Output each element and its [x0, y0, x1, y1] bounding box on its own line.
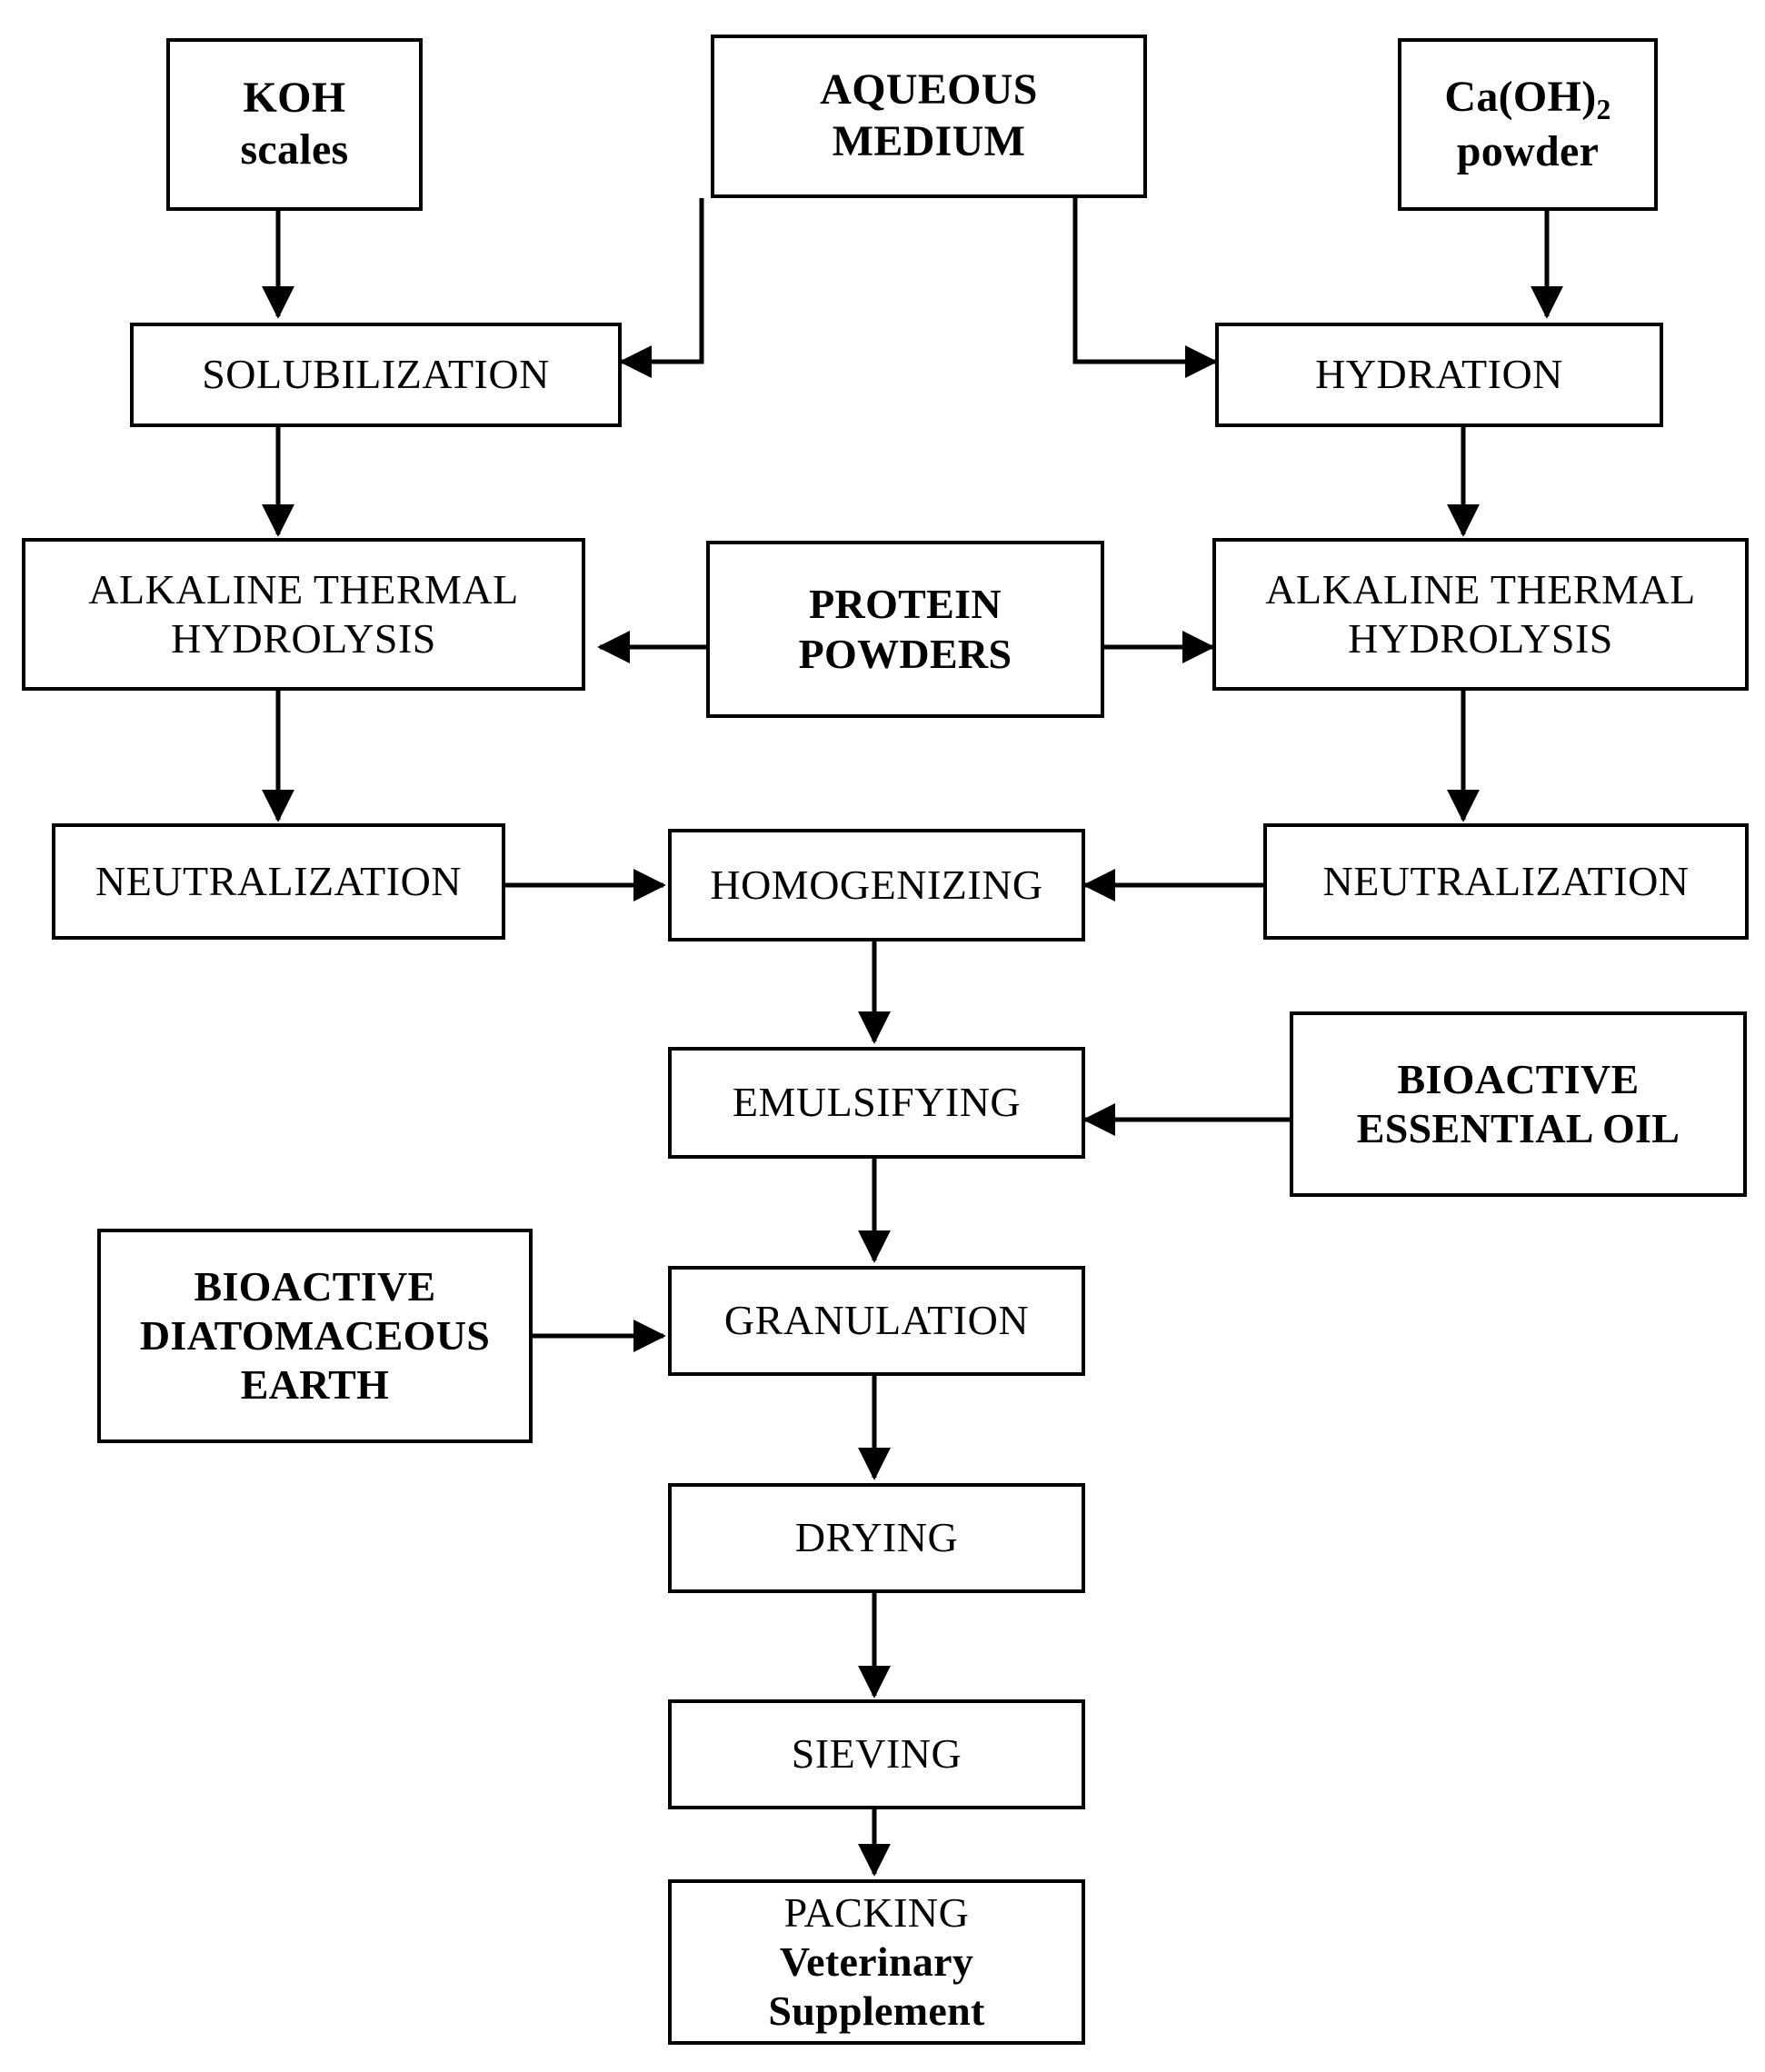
node-granulation[interactable]: GRANULATION	[668, 1266, 1085, 1376]
node-sieving[interactable]: SIEVING	[668, 1699, 1085, 1809]
homogenizing-label: HOMOGENIZING	[710, 861, 1043, 908]
alkaline-hydrolysis-left-line1: ALKALINE THERMAL	[88, 565, 519, 613]
node-aqueous-medium[interactable]: AQUEOUS MEDIUM	[711, 35, 1147, 198]
emulsifying-label: EMULSIFYING	[732, 1079, 1022, 1126]
essential-oil-line2: ESSENTIAL OIL	[1356, 1105, 1680, 1151]
solubilization-label: SOLUBILIZATION	[202, 351, 550, 398]
neutralization-right-label: NEUTRALIZATION	[1322, 857, 1690, 904]
calcium-hydroxide-label-line2: powder	[1456, 126, 1600, 175]
diatomaceous-earth-line2: DIATOMACEOUS	[139, 1311, 491, 1359]
essential-oil-line1: BIOACTIVE	[1397, 1055, 1640, 1102]
node-alkaline-thermal-hydrolysis-left[interactable]: ALKALINE THERMAL HYDROLYSIS	[22, 538, 585, 691]
node-neutralization-left[interactable]: NEUTRALIZATION	[52, 823, 505, 940]
protein-powders-line1: PROTEIN	[809, 581, 1002, 628]
granulation-label: GRANULATION	[723, 1297, 1030, 1344]
koh-label-line2: scales	[240, 125, 349, 174]
node-protein-powders[interactable]: PROTEIN POWDERS	[706, 541, 1104, 718]
calcium-hydroxide-label-line1: Ca(OH)2	[1444, 72, 1610, 126]
node-bioactive-diatomaceous-earth[interactable]: BIOACTIVE DIATOMACEOUS EARTH	[97, 1229, 533, 1443]
alkaline-hydrolysis-right-line1: ALKALINE THERMAL	[1265, 565, 1696, 613]
node-hydration[interactable]: HYDRATION	[1215, 323, 1663, 427]
diatomaceous-earth-line3: EARTH	[240, 1361, 390, 1409]
edge-aqueous-to-solubilization	[619, 198, 704, 378]
drying-label: DRYING	[794, 1514, 959, 1561]
node-solubilization[interactable]: SOLUBILIZATION	[130, 323, 622, 427]
node-koh-scales[interactable]: KOH scales	[166, 38, 423, 211]
alkaline-hydrolysis-left-line2: HYDROLYSIS	[171, 615, 436, 662]
packing-line2: Veterinary	[779, 1938, 974, 1985]
protein-powders-line2: POWDERS	[798, 630, 1012, 677]
calcium-hydroxide-formula: Ca(OH)	[1444, 72, 1597, 121]
node-calcium-hydroxide-powder[interactable]: Ca(OH)2 powder	[1398, 38, 1658, 211]
calcium-hydroxide-subscript: 2	[1596, 93, 1611, 125]
hydration-label: HYDRATION	[1315, 351, 1563, 398]
node-neutralization-right[interactable]: NEUTRALIZATION	[1263, 823, 1749, 940]
node-bioactive-essential-oil[interactable]: BIOACTIVE ESSENTIAL OIL	[1290, 1011, 1747, 1197]
node-alkaline-thermal-hydrolysis-right[interactable]: ALKALINE THERMAL HYDROLYSIS	[1212, 538, 1749, 691]
diatomaceous-earth-line1: BIOACTIVE	[194, 1262, 436, 1310]
packing-line1: PACKING	[783, 1888, 970, 1936]
sieving-label: SIEVING	[791, 1730, 962, 1778]
edge-aqueous-to-hydration	[1072, 198, 1218, 378]
aqueous-medium-label-line1: AQUEOUS	[820, 65, 1038, 115]
neutralization-left-label: NEUTRALIZATION	[95, 857, 463, 904]
node-homogenizing[interactable]: HOMOGENIZING	[668, 829, 1085, 941]
node-drying[interactable]: DRYING	[668, 1483, 1085, 1593]
koh-label-line1: KOH	[243, 74, 346, 123]
node-emulsifying[interactable]: EMULSIFYING	[668, 1047, 1085, 1159]
packing-line3: Supplement	[768, 1987, 985, 2035]
aqueous-medium-label-line2: MEDIUM	[832, 117, 1026, 165]
node-packing-veterinary-supplement[interactable]: PACKING Veterinary Supplement	[668, 1879, 1085, 2045]
alkaline-hydrolysis-right-line2: HYDROLYSIS	[1348, 615, 1613, 662]
